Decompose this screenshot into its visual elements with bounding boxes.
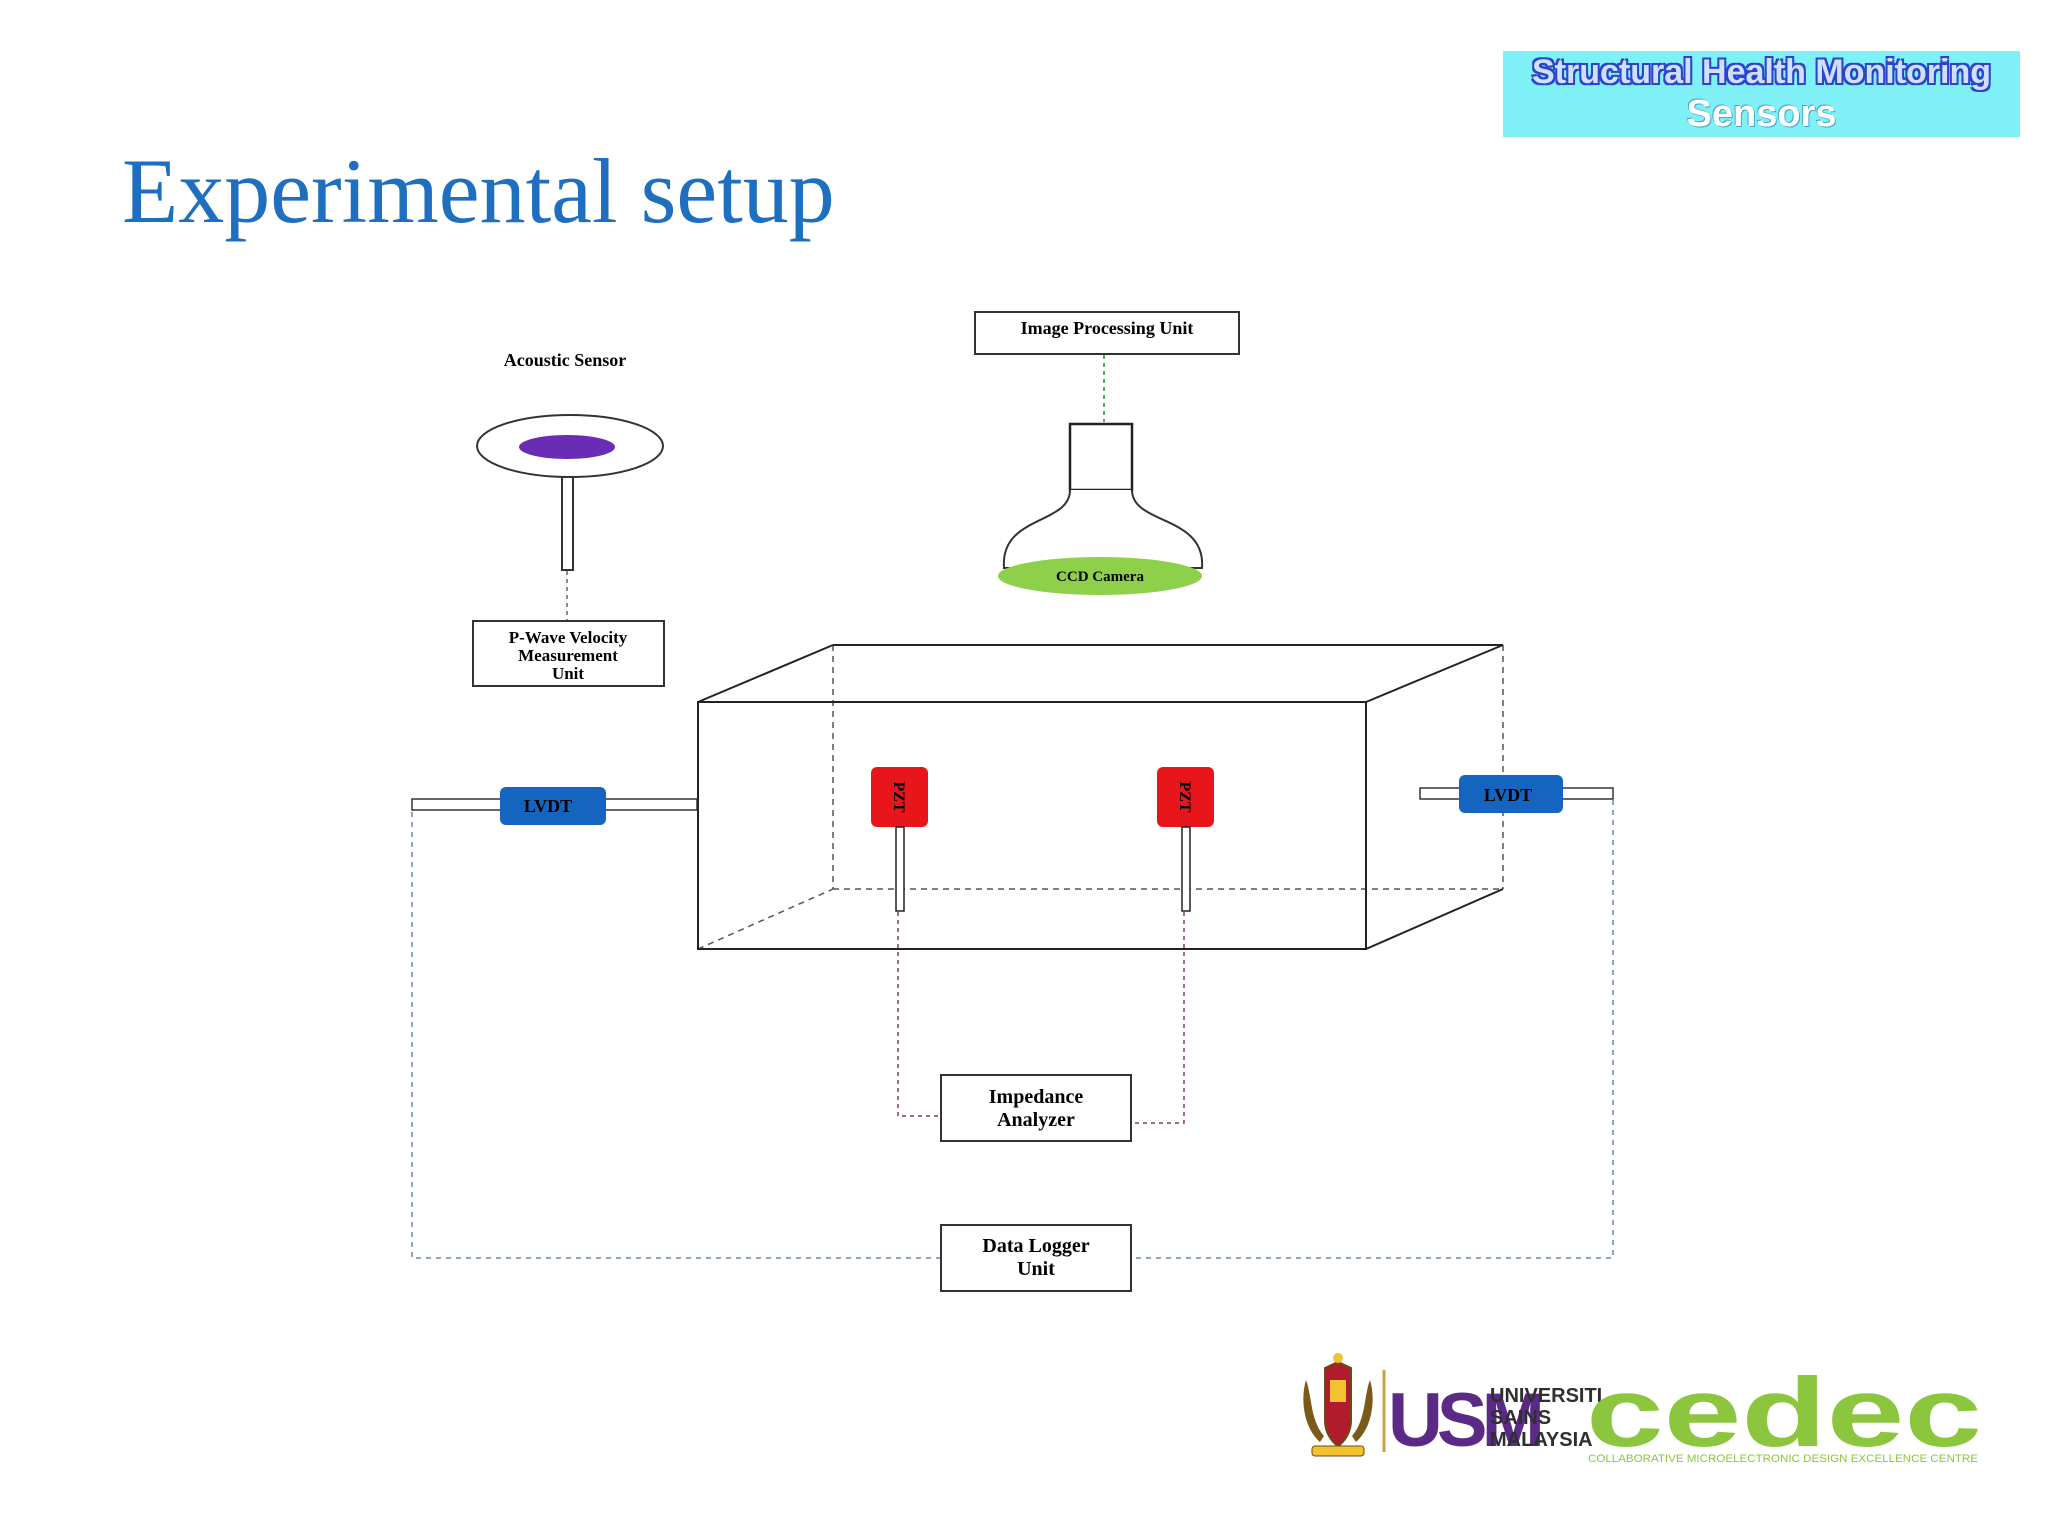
impedance-line2: Analyzer	[997, 1109, 1075, 1131]
ccd-camera: CCD Camera	[998, 422, 1204, 595]
topic-banner: Structural Health Monitoring Sensors	[1503, 51, 2020, 137]
cedec-tagline: COLLABORATIVE MICROELECTRONIC DESIGN EXC…	[1588, 1453, 1978, 1465]
slide-title: Experimental setup	[122, 140, 835, 242]
data-logger-line1: Data Logger	[982, 1235, 1089, 1257]
pzt-left-label: PZT	[890, 781, 907, 812]
image-processing-unit: Image Processing Unit	[974, 311, 1240, 355]
lvdt-left-label: LVDT	[524, 796, 572, 816]
pwave-label-line1: P-Wave Velocity	[509, 628, 628, 647]
data-logger-unit: Data Logger Unit	[940, 1224, 1132, 1292]
lvdt-right-label: LVDT	[1484, 785, 1532, 805]
lvdt-wiring	[411, 800, 1614, 1259]
usm-name-line1: UNIVERSITI	[1490, 1385, 1602, 1407]
sponsor-logos: USM UNIVERSITI SAINS MALAYSIA cedec COLL…	[1303, 1353, 1982, 1467]
pzt-right-label: PZT	[1176, 781, 1193, 812]
pzt-sensor-left: PZT	[871, 767, 928, 912]
image-processing-label: Image Processing Unit	[1021, 318, 1194, 338]
data-logger-line2: Unit	[1017, 1258, 1055, 1280]
pzt-wiring	[897, 912, 1185, 1124]
impedance-analyzer: Impedance Analyzer	[940, 1074, 1132, 1142]
impedance-line1: Impedance	[989, 1086, 1084, 1108]
pwave-label-line2: Measurement	[518, 646, 618, 665]
ccd-camera-label: CCD Camera	[1056, 569, 1144, 585]
usm-crest-icon	[1303, 1353, 1373, 1457]
acoustic-sensor-label: Acoustic Sensor	[504, 350, 627, 370]
usm-name-line2: SAINS	[1490, 1407, 1551, 1429]
usm-mark: USM	[1388, 1378, 1541, 1463]
cedec-mark: cedec	[1586, 1357, 1982, 1467]
pwave-velocity-unit: P-Wave Velocity Measurement Unit	[472, 620, 665, 687]
lvdt-right: LVDT	[1419, 775, 1614, 813]
acoustic-sensor	[476, 414, 664, 571]
pzt-sensor-right: PZT	[1157, 767, 1214, 912]
banner-title: Structural Health Monitoring	[1532, 53, 1991, 91]
usm-name-line3: MALAYSIA	[1490, 1429, 1593, 1451]
specimen-block	[697, 644, 1504, 950]
pwave-label-line3: Unit	[552, 664, 584, 683]
lvdt-left: LVDT	[411, 787, 698, 825]
banner-subtitle: Sensors	[1686, 93, 1837, 135]
